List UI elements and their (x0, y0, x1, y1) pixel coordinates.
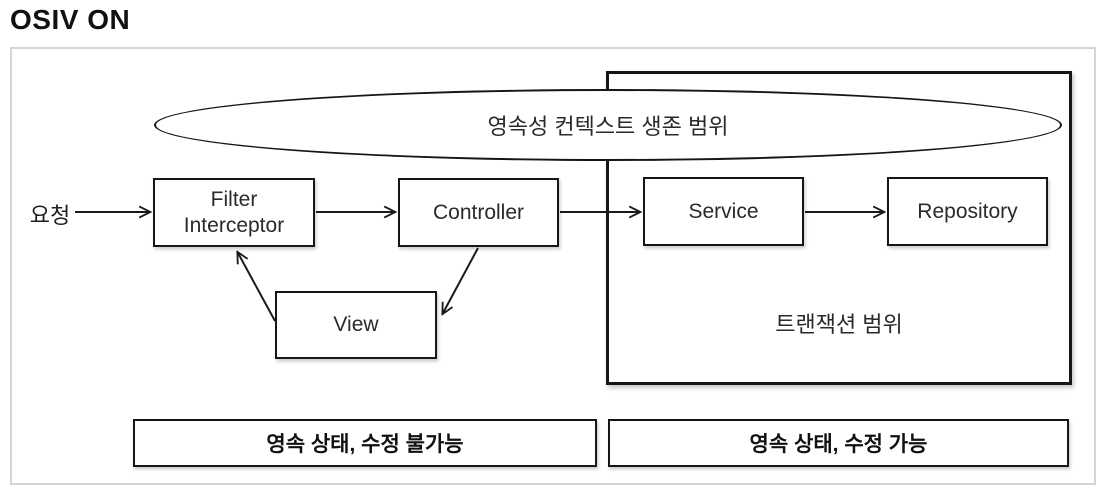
view-label: View (333, 313, 379, 336)
node-repository: Repository (887, 177, 1048, 246)
node-view: View (275, 291, 437, 359)
transaction-scope-label: 트랜잭션 범위 (775, 312, 903, 337)
service-label: Service (688, 199, 759, 223)
node-filter-interceptor: Filter Interceptor (153, 178, 315, 247)
legend-right-box: 영속 상태, 수정 가능 (608, 419, 1069, 467)
page-title: OSIV ON (10, 4, 131, 35)
controller-label: Controller (432, 200, 525, 224)
legend-right-label: 영속 상태, 수정 가능 (749, 433, 928, 456)
legend-left-label: 영속 상태, 수정 불가능 (266, 433, 464, 456)
node-controller: Controller (398, 178, 559, 247)
request-label: 요청 (29, 203, 71, 228)
persistence-context-ellipse: 영속성 컨텍스트 생존 범위 (154, 89, 1062, 161)
legend-left-box: 영속 상태, 수정 불가능 (133, 419, 597, 467)
persistence-context-label: 영속성 컨텍스트 생존 범위 (487, 114, 729, 139)
filter-label-line1: Filter (210, 187, 258, 211)
node-service: Service (643, 177, 804, 246)
filter-label-line2: Interceptor (183, 213, 285, 237)
repository-label: Repository (917, 199, 1018, 223)
